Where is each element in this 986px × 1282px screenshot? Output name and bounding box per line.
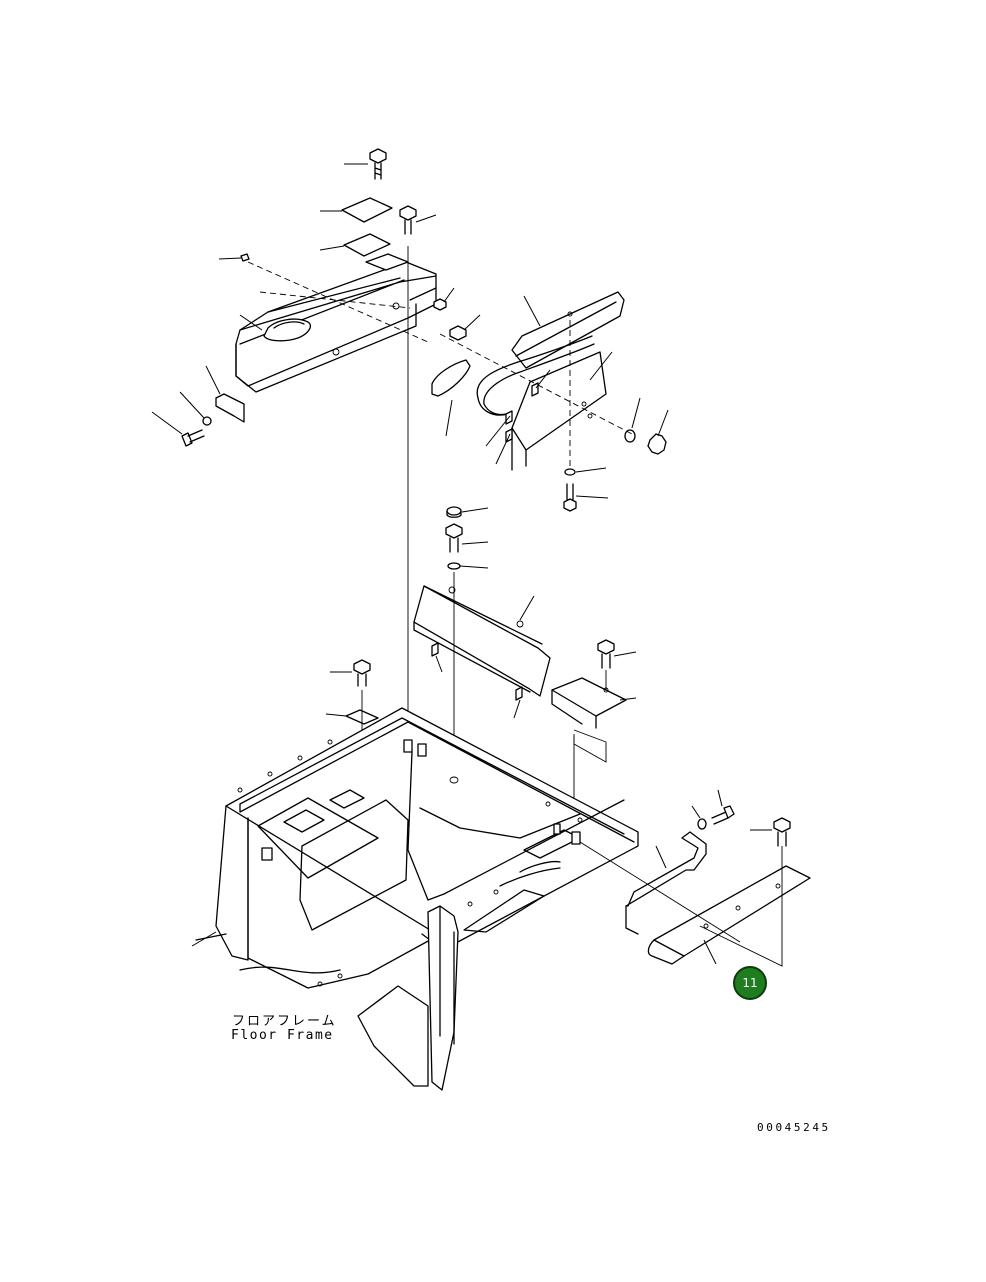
top-bolt-2 [399,205,437,235]
mid-cap [446,506,489,518]
callout-11[interactable]: 11 [733,966,767,1000]
mid-bolt [445,523,489,553]
small-clip [218,253,250,262]
mid-washer [447,562,489,570]
top-plate-2 [319,233,391,257]
frame-bolt-left [330,659,371,687]
floor-frame [191,707,639,1091]
floor-frame-caption-english: Floor Frame [231,1028,334,1043]
right-bolt [597,639,637,669]
step-cover-plate [647,865,811,965]
step-bolt-washer [691,805,707,830]
top-bolt-1 [344,148,387,180]
floor-frame-caption-japanese: フロアフレーム [232,1014,337,1029]
console-bracket-left [151,365,245,447]
callout-11-label: 11 [742,976,758,990]
top-plate-1 [320,197,393,223]
step-bolt-side [711,789,735,825]
armrest-gasket [476,335,595,416]
step-bracket [625,831,707,935]
knob-washer [624,397,641,443]
drawing-number: 00045245 [757,1121,831,1134]
armrest-washer [564,467,607,476]
console-nut-2 [449,314,481,341]
adjust-knob [647,409,669,455]
mid-cover-panel [413,585,551,719]
side-pad [431,359,471,437]
step-bolt-top [750,817,791,847]
upper-console-box [235,253,437,393]
frame-plate-left [325,709,379,725]
armrest-bolt [563,483,609,512]
armrest-cover [511,291,625,369]
console-nut-1 [433,287,455,311]
right-small-cover [551,677,637,729]
armrest-clips [485,369,551,465]
